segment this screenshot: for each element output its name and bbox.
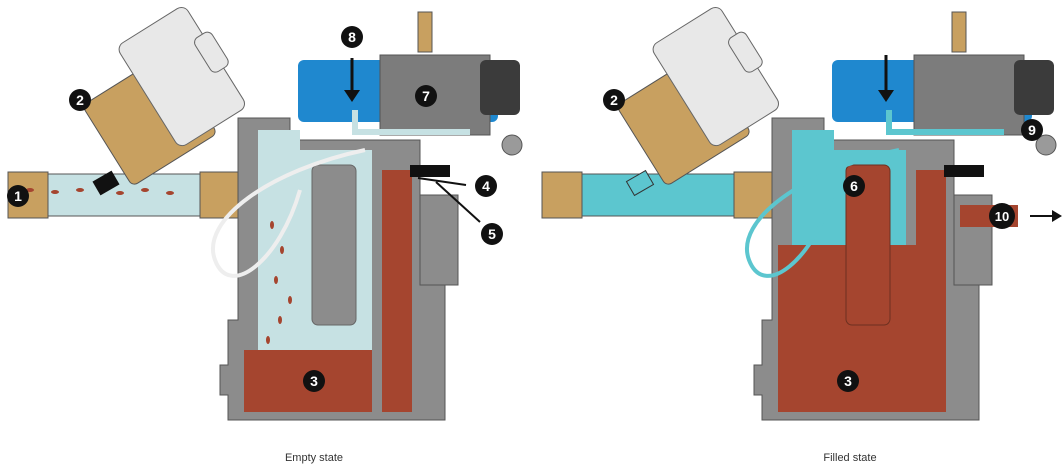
svg-text:4: 4 — [482, 178, 490, 194]
inflow-arrow-head — [878, 90, 894, 102]
valve-seat — [944, 165, 984, 177]
leader-5 — [435, 181, 481, 223]
condensate-column — [382, 170, 412, 412]
leader-4 — [417, 177, 467, 186]
strainer-assembly — [617, 6, 779, 185]
caption-empty-state: Empty state — [284, 452, 344, 464]
marker-4: 4 — [475, 175, 497, 197]
outlet-housing — [419, 194, 459, 286]
svg-text:1: 1 — [14, 188, 22, 204]
svg-text:10: 10 — [995, 209, 1009, 224]
outflow-arrow-head — [1052, 210, 1062, 222]
condensate-level — [778, 245, 946, 412]
strainer-screen — [92, 170, 120, 196]
vent-fitting — [417, 11, 433, 53]
vent-fitting — [951, 11, 967, 53]
inlet-flange — [541, 171, 583, 219]
svg-text:6: 6 — [850, 178, 858, 194]
panel-empty: 1 2 3 4 5 7 8 — [7, 6, 523, 421]
connector — [1014, 60, 1054, 115]
marker-5: 5 — [481, 223, 503, 245]
marker-6: 6 — [843, 175, 865, 197]
pilot-line — [886, 110, 1004, 135]
svg-text:3: 3 — [844, 373, 852, 389]
lifting-ring — [1035, 134, 1057, 156]
marker-8: 8 — [341, 26, 363, 48]
marker-7: 7 — [415, 85, 437, 107]
marker-10: 10 — [989, 203, 1015, 229]
strainer-assembly — [83, 6, 245, 185]
svg-text:9: 9 — [1028, 122, 1036, 138]
svg-text:7: 7 — [422, 88, 430, 104]
svg-text:5: 5 — [488, 226, 496, 242]
valve-seat — [410, 165, 450, 177]
connector — [480, 60, 520, 115]
inner-bucket — [311, 164, 357, 326]
svg-text:2: 2 — [610, 92, 618, 108]
panel-filled: 2 3 6 9 10 — [541, 6, 1062, 421]
lifting-ring — [501, 134, 523, 156]
pilot-line — [352, 110, 470, 135]
svg-text:2: 2 — [76, 92, 84, 108]
svg-text:8: 8 — [348, 29, 356, 45]
marker-3: 3 — [303, 370, 325, 392]
svg-text:3: 3 — [310, 373, 318, 389]
marker-9: 9 — [1021, 119, 1043, 141]
condensate-column — [916, 170, 946, 412]
strainer-screen — [625, 169, 655, 197]
inlet-droplets — [26, 188, 174, 195]
falling-droplets — [266, 221, 292, 344]
marker-1: 1 — [7, 185, 29, 207]
arrow-8-head — [344, 90, 360, 102]
caption-filled-state: Filled state — [823, 452, 877, 464]
solenoid-body — [913, 54, 1025, 136]
marker-2: 2 — [603, 89, 625, 111]
inner-bucket — [845, 164, 891, 326]
marker-2: 2 — [69, 89, 91, 111]
sensor-cable — [211, 148, 366, 278]
sensor-cable — [745, 148, 900, 278]
marker-3: 3 — [837, 370, 859, 392]
